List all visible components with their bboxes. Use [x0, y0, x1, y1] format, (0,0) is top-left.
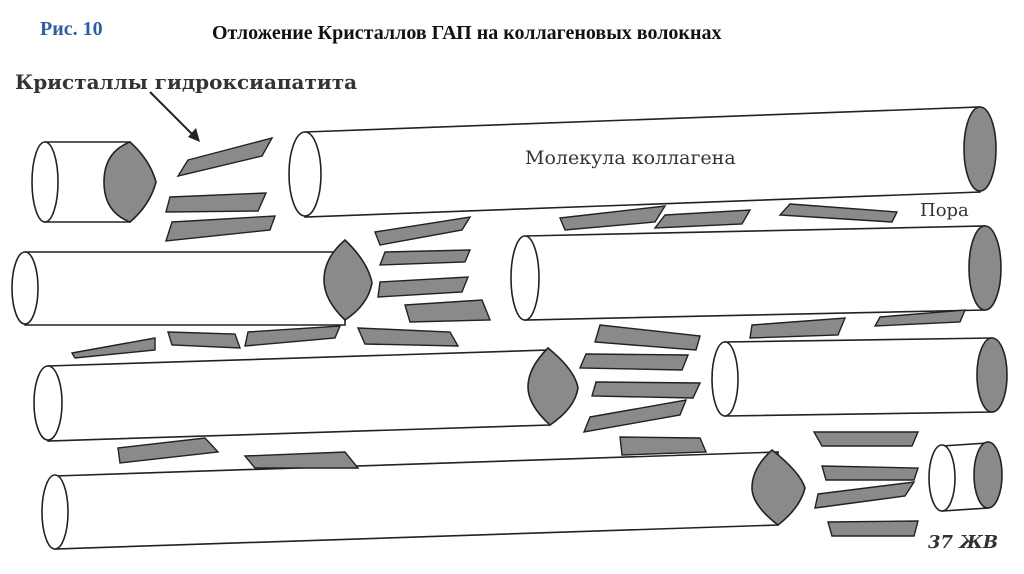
- collagen-fibril: [928, 441, 1003, 512]
- crystal: [558, 205, 667, 231]
- crystal: [356, 327, 460, 347]
- figure-number: Рис. 10: [40, 18, 103, 40]
- arrow-pointer: [149, 91, 200, 142]
- collagen-molecule: [33, 346, 579, 442]
- collagen-molecule: [41, 448, 806, 550]
- crystal: [378, 249, 472, 266]
- collagen-molecule: [288, 106, 997, 218]
- crystal: [821, 465, 919, 481]
- crystal: [176, 136, 274, 178]
- crystal: [167, 331, 242, 349]
- crystal: [165, 215, 277, 242]
- crystal: [778, 203, 899, 223]
- collagen-molecule: [510, 225, 1002, 321]
- crystal: [404, 299, 492, 323]
- crystal: [377, 276, 470, 298]
- pore-label: Пора: [920, 200, 969, 221]
- collagen-fibril: [31, 141, 157, 223]
- crystal: [243, 451, 360, 469]
- crystal: [594, 324, 701, 351]
- crystal: [578, 353, 690, 371]
- crystal: [814, 481, 916, 509]
- crystal: [749, 317, 847, 339]
- crystal: [812, 431, 920, 447]
- collagen-molecule: [711, 337, 1008, 417]
- crystals-label: Кристаллы гидроксиапатита: [15, 70, 357, 94]
- figure-title: Отложение Кристаллов ГАП на коллагеновых…: [212, 22, 722, 44]
- crystal: [591, 381, 702, 399]
- collagen-molecule: [11, 238, 373, 326]
- crystal: [873, 309, 967, 327]
- crystal: [653, 209, 752, 229]
- crystal: [165, 192, 268, 213]
- crystal: [619, 436, 708, 456]
- crystal: [827, 520, 919, 537]
- crystal: [582, 399, 688, 433]
- watermark: 37 ЖВ: [928, 532, 998, 553]
- collagen-molecule-label: Молекула коллагена: [525, 147, 736, 169]
- crystal: [244, 325, 342, 347]
- crystal: [117, 437, 220, 464]
- crystal: [374, 216, 472, 246]
- crystal: [70, 337, 156, 359]
